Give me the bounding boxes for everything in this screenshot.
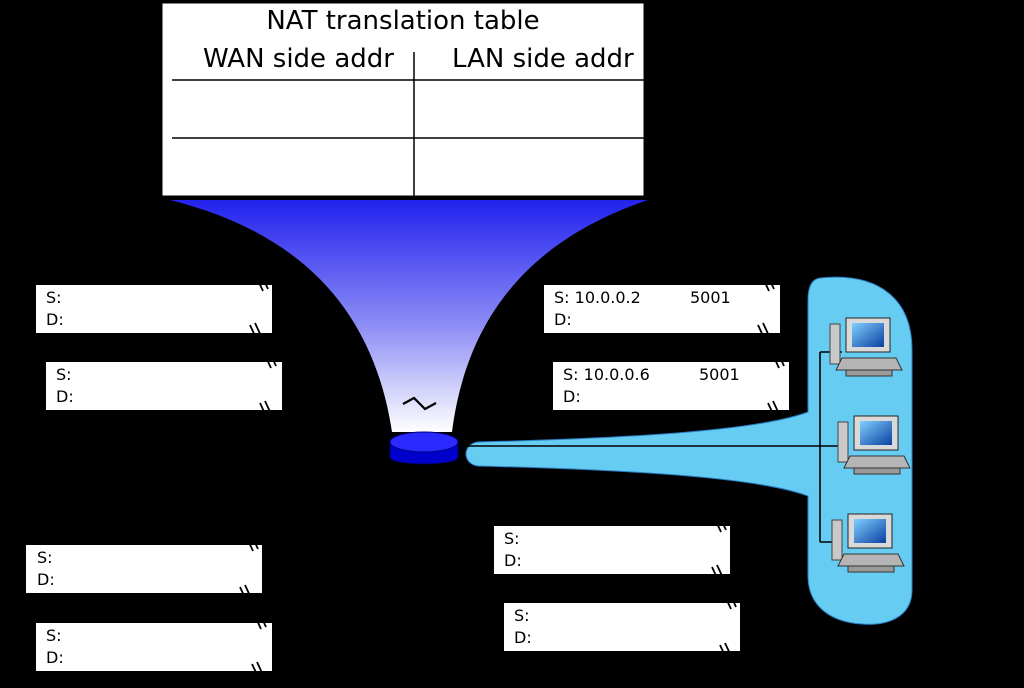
- host-computer-1: [829, 317, 903, 377]
- packet-dst: D:: [37, 570, 55, 589]
- packet-lan-bottom-2-text: S: D:: [514, 605, 532, 649]
- packet-dst: D:: [56, 387, 74, 406]
- packet-lan-top-2: [553, 350, 789, 419]
- packet-dst: D:: [554, 310, 572, 329]
- nat-col-wan: WAN side addr: [203, 44, 394, 74]
- packet-src: S:: [37, 548, 53, 567]
- packet-src: S: 10.0.0.2: [554, 288, 641, 307]
- packet-dst: D:: [46, 648, 64, 667]
- packet-src: S: 10.0.0.6: [563, 365, 650, 384]
- packet-src: S:: [514, 606, 530, 625]
- packet-lan-bottom-1: [494, 514, 730, 583]
- packet-lan-top-2-text: S: 10.0.0.6 D: 5001: [563, 364, 773, 408]
- packet-wan-top-1: [36, 273, 272, 341]
- packet-lan-top-1-text: S: 10.0.0.2 D: 5001: [554, 287, 764, 331]
- packet-wan-top-1-text: S: D:: [46, 287, 64, 331]
- packet-wan-bottom-1-text: S: D:: [37, 547, 55, 591]
- packet-wan-bottom-1: [26, 533, 262, 603]
- packet-src: S:: [504, 529, 520, 548]
- packet-wan-bottom-2: [36, 611, 272, 680]
- packet-wan-top-2: [46, 350, 282, 419]
- nat-table-title: NAT translation table: [266, 6, 540, 36]
- packet-dst: D:: [504, 551, 522, 570]
- nat-funnel: [170, 200, 648, 432]
- host-computer-2: [837, 415, 911, 475]
- packet-dst: D:: [563, 387, 581, 406]
- packet-src: S:: [46, 626, 62, 645]
- host-computer-3: [831, 513, 905, 573]
- packet-dst: D:: [46, 310, 64, 329]
- packet-wan-bottom-2-text: S: D:: [46, 625, 64, 669]
- nat-table: [161, 2, 645, 200]
- packet-dst: D:: [514, 628, 532, 647]
- packet-src: S:: [56, 365, 72, 384]
- packet-lan-bottom-2: [504, 591, 740, 661]
- packet-src-port: 5001: [699, 365, 740, 384]
- lan-network-blob: [465, 276, 913, 625]
- packet-lan-bottom-1-text: S: D:: [504, 528, 522, 572]
- packet-src-port: 5001: [690, 288, 731, 307]
- nat-router: [389, 396, 459, 465]
- nat-col-lan: LAN side addr: [452, 44, 634, 74]
- packet-lan-top-1: [544, 273, 780, 341]
- packet-src: S:: [46, 288, 62, 307]
- packet-wan-top-2-text: S: D:: [56, 364, 74, 408]
